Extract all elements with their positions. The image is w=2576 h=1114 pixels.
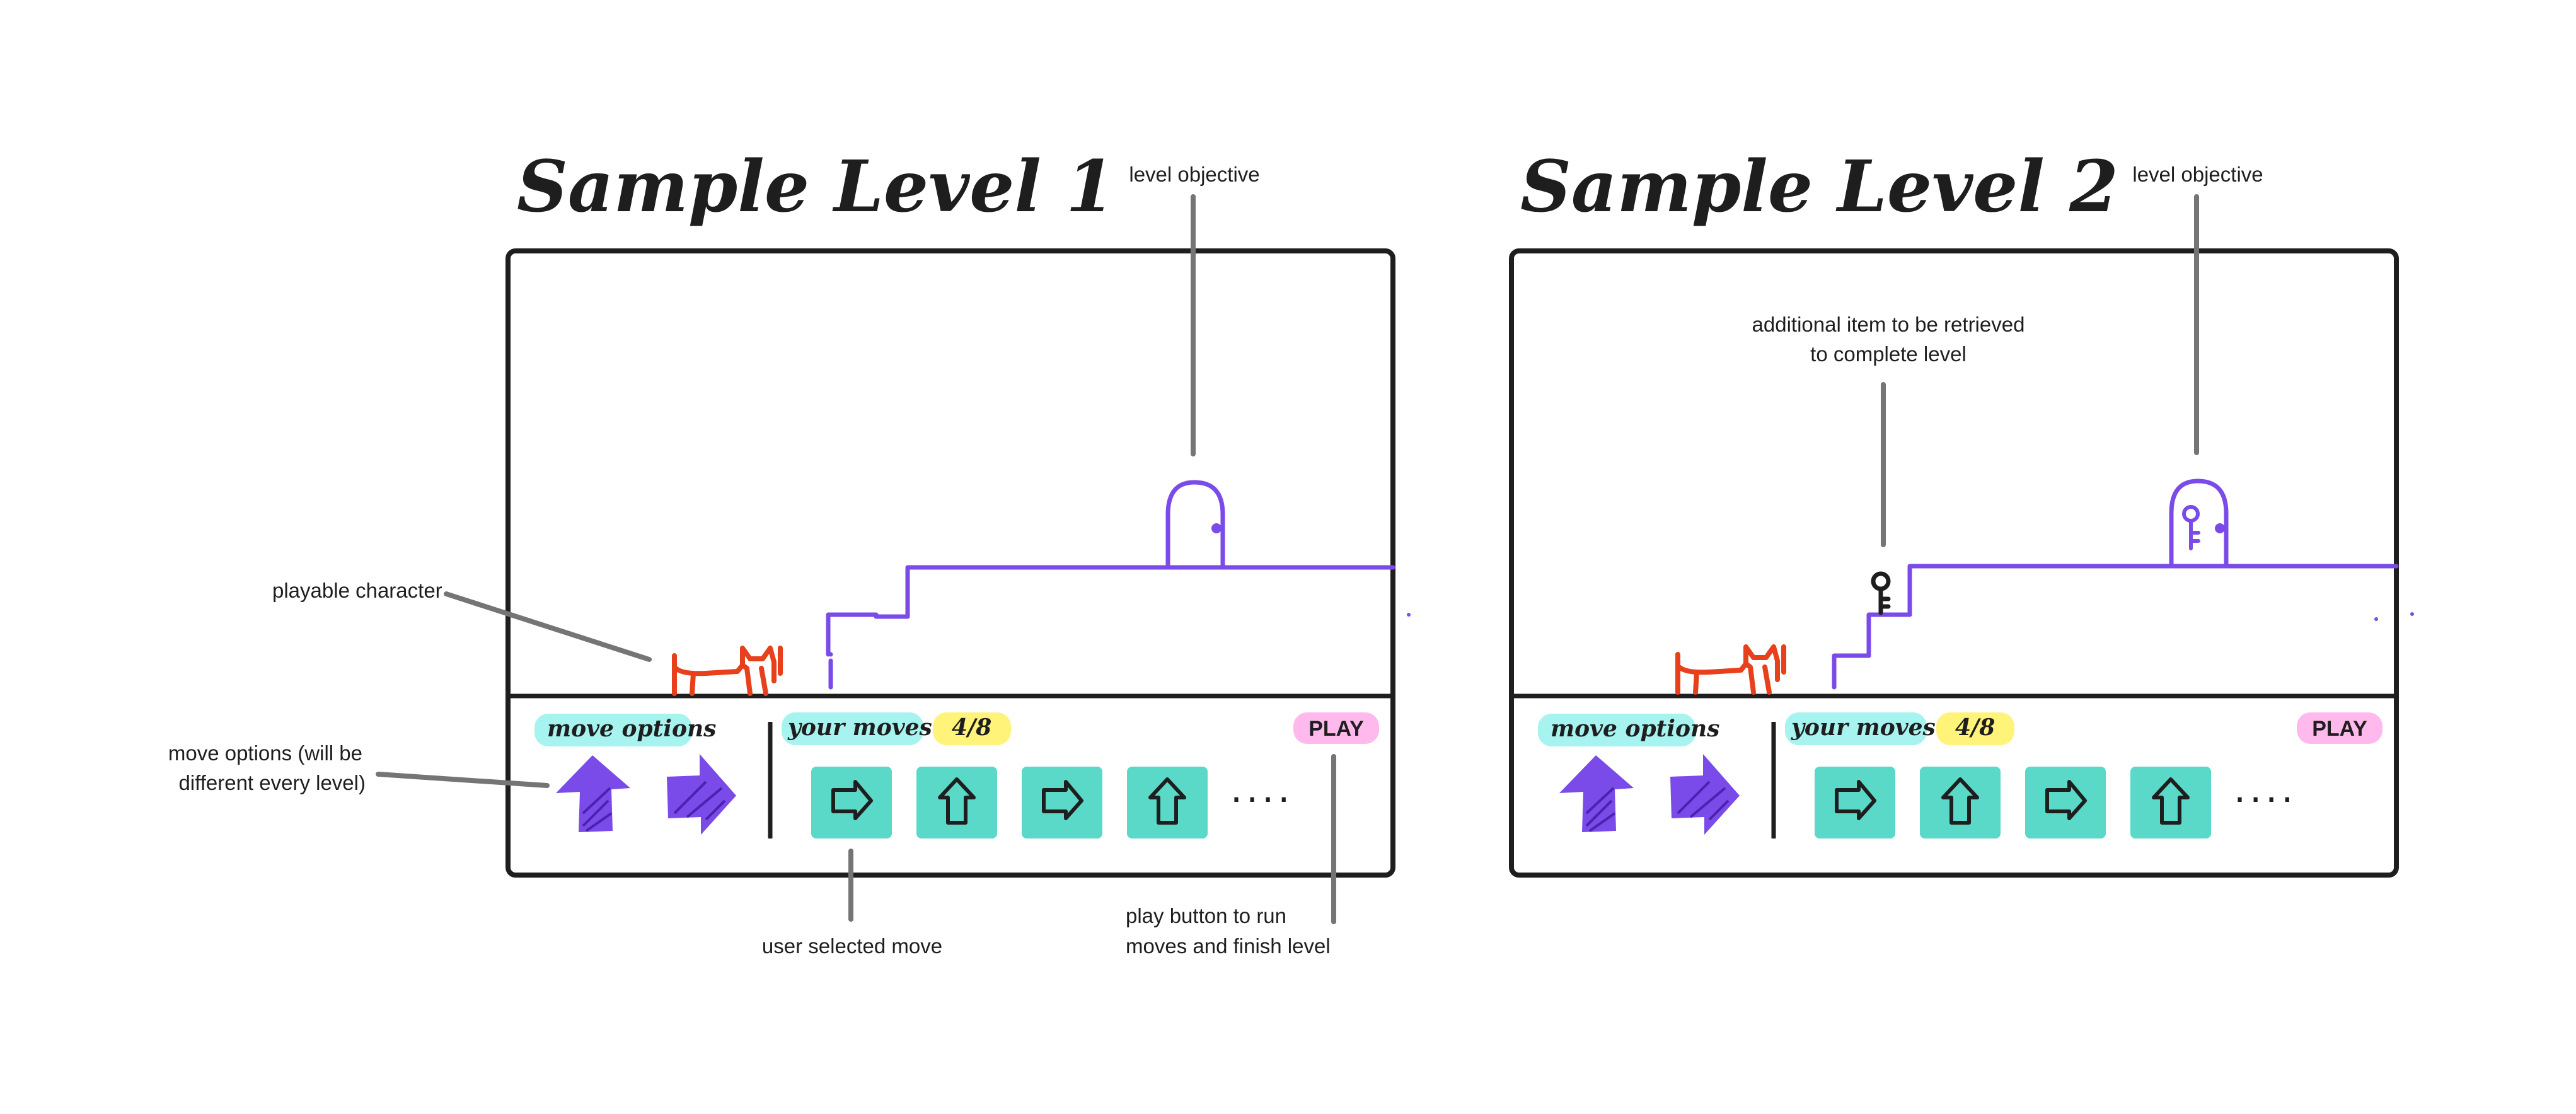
level-2-move-tile-3[interactable] [2025, 767, 2106, 838]
level-1-move-tile-3[interactable] [1022, 767, 1102, 838]
level-2-your-moves-label: your moves [1791, 714, 1936, 741]
level-2-title: Sample Level 2 [1520, 146, 2118, 228]
playable-character-annotation: playable character [272, 579, 442, 602]
level-2-objective-annotation: level objective [2132, 163, 2263, 186]
level-1-move-tile-4[interactable] [1127, 767, 1208, 838]
level-1-door-icon [1165, 480, 1225, 567]
level-2-cat-character [1675, 644, 1786, 695]
playable-character-arrow [444, 591, 652, 662]
level-1-option-right-arrow-icon[interactable] [667, 754, 736, 835]
level-2-dot-b [2410, 612, 2414, 616]
move-options-arrow [376, 772, 550, 788]
level-2-dot-a [2374, 617, 2378, 621]
right-arrow-icon [1835, 780, 1876, 820]
level-2-stairs [1832, 564, 2399, 690]
up-arrow-icon [938, 777, 976, 825]
level-2-door-icon [2169, 479, 2229, 566]
level-2-frame [1509, 248, 2399, 878]
level-1-move-options-label: move options [547, 716, 716, 742]
level-1-stairs [826, 565, 1395, 690]
user-selected-move-annotation: user selected move [762, 934, 942, 958]
up-arrow-icon [1941, 777, 1979, 825]
level-2-play-button[interactable]: PLAY [2297, 712, 2383, 744]
level-1-play-button[interactable]: PLAY [1293, 712, 1379, 744]
move-options-annotation-line-1: move options (will be [168, 741, 362, 765]
level-1-cat-character [672, 646, 783, 696]
level-2-move-tile-1[interactable] [1815, 767, 1895, 838]
level-1-option-up-arrow-icon[interactable] [556, 755, 630, 832]
level-2-move-count-badge [1936, 712, 2014, 745]
level-1-move-count-badge [933, 712, 1011, 745]
level-2-move-tile-4[interactable] [2130, 767, 2211, 838]
level-2-option-up-arrow-icon[interactable] [1559, 755, 1634, 832]
level-2-option-right-arrow-icon[interactable] [1670, 754, 1740, 835]
level-1-move-tile-1[interactable] [811, 767, 892, 838]
up-arrow-icon [1148, 777, 1186, 825]
level-2-item-annotation-line-1: additional item to be retrieved [1752, 313, 2025, 336]
level-2-your-moves-tag [1785, 712, 1927, 745]
level-1: Sample Level 1 move options your moves 4… [505, 146, 1411, 878]
level-1-move-tile-2[interactable] [916, 767, 997, 838]
level-2-item-annotation-line-2: to complete level [1810, 342, 1967, 366]
play-button-annotation-line-1: play button to run [1126, 904, 1286, 927]
right-arrow-icon [1042, 780, 1083, 820]
level-1-your-moves-label: your moves [787, 714, 932, 741]
level-1-more-moves-indicator: .... [1230, 767, 1293, 811]
level-1-dot [1407, 613, 1411, 617]
level-1-your-moves-tag [782, 712, 923, 745]
level-1-title: Sample Level 1 [517, 146, 1115, 228]
level-2-key-icon [1871, 571, 1891, 615]
level-2-move-options-tag [1538, 714, 1695, 746]
level-1-objective-annotation: level objective [1129, 163, 1259, 186]
level-2-play-label: PLAY [2312, 717, 2367, 741]
level-1-move-options-tag [534, 714, 692, 746]
level-2-more-moves-indicator: .... [2234, 767, 2297, 811]
play-button-annotation-line-2: moves and finish level [1126, 934, 1331, 958]
level-1-move-count: 4/8 [952, 714, 991, 741]
level-2-move-count: 4/8 [1955, 714, 1995, 741]
up-arrow-icon [2152, 777, 2190, 825]
right-arrow-icon [831, 780, 873, 820]
right-arrow-icon [2045, 780, 2087, 820]
move-options-annotation-line-2: different every level) [178, 771, 366, 794]
level-1-play-label: PLAY [1308, 717, 1364, 741]
level-2: Sample Level 2 move options your moves 4… [1509, 146, 2414, 878]
level-2-move-tile-2[interactable] [1920, 767, 2001, 838]
level-2-move-options-label: move options [1551, 716, 1719, 742]
level-1-frame [505, 248, 1395, 878]
